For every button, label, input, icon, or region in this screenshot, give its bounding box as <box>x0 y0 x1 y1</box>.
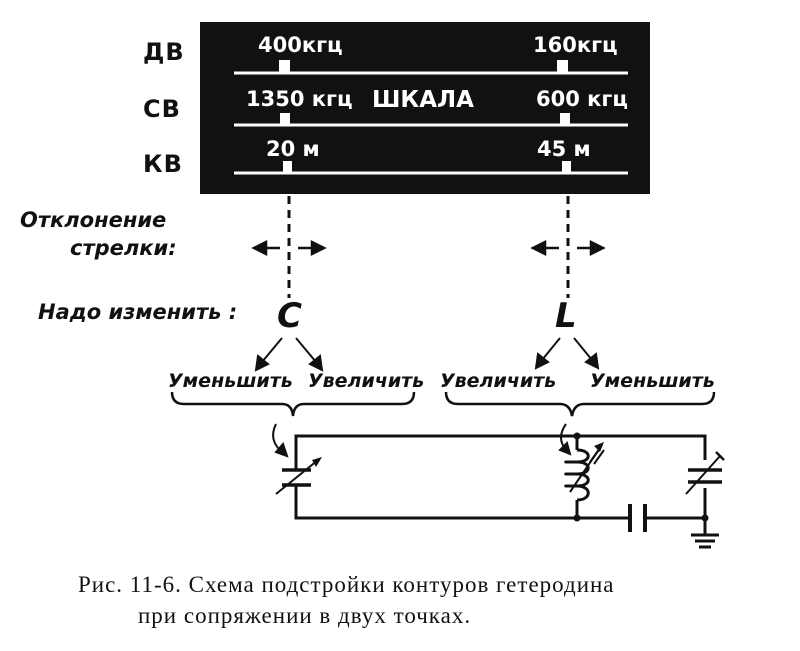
l-branch-arrows <box>534 337 600 370</box>
figure-caption-line1: Рис. 11-6. Схема подстройки контуров гет… <box>78 572 615 597</box>
inductance-symbol: L <box>555 296 577 336</box>
capacitor-adjust-arrowhead <box>312 457 322 467</box>
deviation-arrows-c <box>251 239 327 257</box>
figure-caption-line2: при сопряжении в двух точках. <box>138 603 472 628</box>
deviation-label-line2: стрелки: <box>70 236 177 260</box>
c-branch-arrows <box>254 337 324 372</box>
scale-mw-right: 600 кгц <box>536 87 628 111</box>
scale-title: ШКАЛА <box>372 87 474 113</box>
trimmer-capacitor <box>685 451 725 495</box>
scale-markers <box>279 60 571 173</box>
band-label-sw: КВ <box>143 150 183 178</box>
scale-mw-left: 1350 кгц <box>246 87 353 111</box>
need-change-label: Надо изменить : <box>38 300 238 324</box>
series-capacitor <box>628 504 647 532</box>
band-label-mw: СВ <box>143 95 181 123</box>
coil-adjust-arrowhead <box>594 442 604 452</box>
increase-l-label: Увеличить <box>440 370 557 392</box>
deviation-label-line1: Отклонение <box>20 208 167 232</box>
coil-core <box>589 447 605 465</box>
scale-sw-left: 20 м <box>266 137 320 161</box>
rotation-arrow-c <box>272 423 289 458</box>
deviation-arrows-l <box>530 239 606 257</box>
scale-sw-right: 45 м <box>537 137 591 161</box>
junction-dots <box>573 432 709 522</box>
increase-c-label: Увеличить <box>308 370 425 392</box>
scale-lw-left: 400кгц <box>258 33 343 57</box>
capacitance-symbol: C <box>277 296 302 336</box>
rotation-arrow-l <box>558 423 572 456</box>
scale-lw-right: 160кгц <box>533 33 618 57</box>
decrease-c-label: Уменьшить <box>168 370 293 392</box>
decrease-l-label: Уменьшить <box>590 370 715 392</box>
braces <box>170 391 716 417</box>
dial-scale-panel <box>200 22 650 194</box>
ground-symbol <box>691 533 719 549</box>
variable-capacitor-c <box>275 459 319 495</box>
band-label-lw: ДВ <box>143 38 185 66</box>
pointer-lines <box>287 196 570 298</box>
